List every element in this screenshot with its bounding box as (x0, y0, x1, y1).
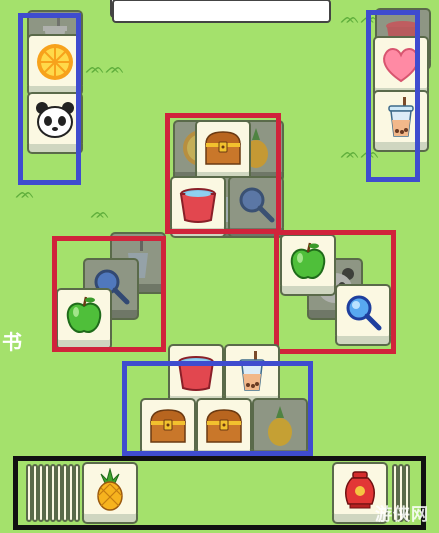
tray-tile-pineapple[interactable] (82, 462, 138, 524)
tile-lemon[interactable] (27, 34, 83, 96)
lemon-icon (37, 44, 73, 80)
stack-tile (74, 464, 80, 522)
apple-icon (290, 242, 326, 279)
tray-tile-vase[interactable] (332, 462, 388, 524)
magnifier-icon (239, 187, 275, 223)
tile-apple[interactable] (56, 288, 112, 350)
stack-tile (62, 464, 68, 522)
magnifier-icon (346, 295, 382, 331)
treasure-chest-icon (205, 131, 241, 165)
tray-frame (13, 456, 426, 530)
grass-icon: ᨏ (15, 183, 35, 202)
pineapple-icon (268, 406, 292, 446)
stack-tile (68, 464, 74, 522)
treasure-chest-icon (150, 409, 186, 443)
card-deck[interactable] (110, 0, 331, 23)
apple-icon (66, 296, 102, 333)
stack-tile (404, 464, 410, 522)
stack-tile (38, 464, 44, 522)
highlight-frame-left-cluster (52, 236, 166, 352)
vase-icon (345, 471, 375, 509)
panda-icon (36, 102, 74, 138)
card (112, 0, 331, 23)
bucket-icon (179, 188, 217, 223)
tile-panda[interactable] (27, 92, 83, 154)
highlight-frame-bottom-cluster (122, 361, 313, 456)
stack-tile (50, 464, 56, 522)
stack-tile (398, 464, 404, 522)
stack-tile (392, 464, 398, 522)
stack-tile (26, 464, 32, 522)
tile-apple[interactable] (280, 234, 336, 296)
treasure-chest-icon (206, 409, 242, 443)
tile-magnifier[interactable] (335, 284, 391, 346)
bubble-tea-icon (388, 97, 414, 137)
tile-tray (14, 457, 425, 529)
stack-tile (56, 464, 62, 522)
stack-tile (32, 464, 38, 522)
highlight-frame-top-cluster (165, 113, 281, 234)
watermark: 游侠网 (375, 505, 429, 525)
grass-icon: ᨏᨏ (85, 58, 125, 77)
highlight-frame-left-column (18, 13, 81, 185)
pineapple-icon (97, 468, 123, 511)
highlight-frame-right-column (366, 10, 420, 182)
grass-icon: ᨏ (90, 203, 110, 222)
highlight-frame-right-cluster (274, 230, 396, 354)
stack-tile (44, 464, 50, 522)
watermark-left: 书 (2, 330, 22, 354)
